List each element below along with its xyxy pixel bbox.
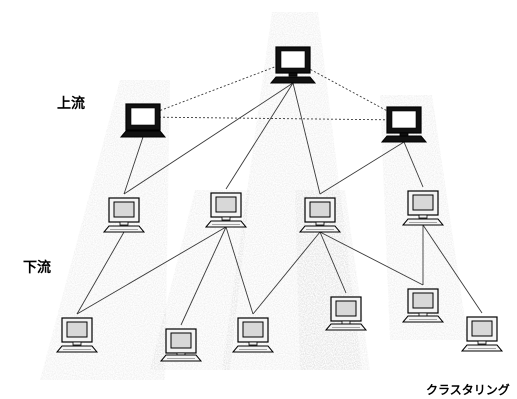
upstream-label: 上流 xyxy=(57,96,85,112)
bottom-client-5-computer-icon xyxy=(401,288,445,323)
link-top-server-to-mid-client-2 xyxy=(225,82,294,190)
link-mid-client-1-to-bottom-client-1 xyxy=(76,231,125,315)
upper-left-server-computer-icon xyxy=(119,103,167,138)
link-mid-client-2-to-bottom-client-1 xyxy=(76,226,227,315)
connection-lines xyxy=(76,59,483,326)
bottom-client-2-computer-icon xyxy=(159,328,203,362)
upper-right-server-computer-icon xyxy=(380,106,428,143)
cluster-shade-2 xyxy=(40,80,170,380)
top-server-computer-icon xyxy=(269,46,317,84)
cluster-shading xyxy=(40,12,468,380)
link-top-server-to-mid-client-3 xyxy=(292,82,321,195)
link-mid-client-2-to-bottom-client-3 xyxy=(225,226,254,315)
clustering-label: クラスタリング xyxy=(426,383,510,397)
link-upper-left-server-to-upper-right-server xyxy=(142,116,405,121)
link-mid-client-3-to-bottom-client-5 xyxy=(319,231,424,286)
mid-client-3-computer-icon xyxy=(298,197,342,233)
link-top-server-to-mid-client-1 xyxy=(123,82,294,195)
link-upper-left-server-to-mid-client-1 xyxy=(123,136,144,195)
bottom-client-1-computer-icon xyxy=(55,317,99,353)
mid-client-4-computer-icon xyxy=(401,190,445,226)
bottom-client-3-computer-icon xyxy=(231,317,275,353)
bottom-client-4-computer-icon xyxy=(324,296,368,331)
link-mid-client-3-to-bottom-client-4 xyxy=(319,231,347,294)
link-top-server-to-upper-left-server xyxy=(142,59,294,118)
link-mid-client-2-to-bottom-client-2 xyxy=(180,226,227,326)
mid-client-2-computer-icon xyxy=(204,192,248,228)
link-upper-right-server-to-mid-client-4 xyxy=(403,141,424,188)
link-mid-client-4-to-bottom-client-6 xyxy=(422,224,483,314)
bottom-client-6-computer-icon xyxy=(460,316,504,352)
cluster-shade-4 xyxy=(150,190,250,370)
link-top-server-to-upper-right-server xyxy=(292,59,405,121)
downstream-label: 下流 xyxy=(23,260,51,276)
mid-client-1-computer-icon xyxy=(102,197,146,233)
computer-nodes xyxy=(55,46,504,362)
link-upper-right-server-to-mid-client-3 xyxy=(319,141,405,195)
link-mid-client-3-to-bottom-client-3 xyxy=(252,231,321,315)
